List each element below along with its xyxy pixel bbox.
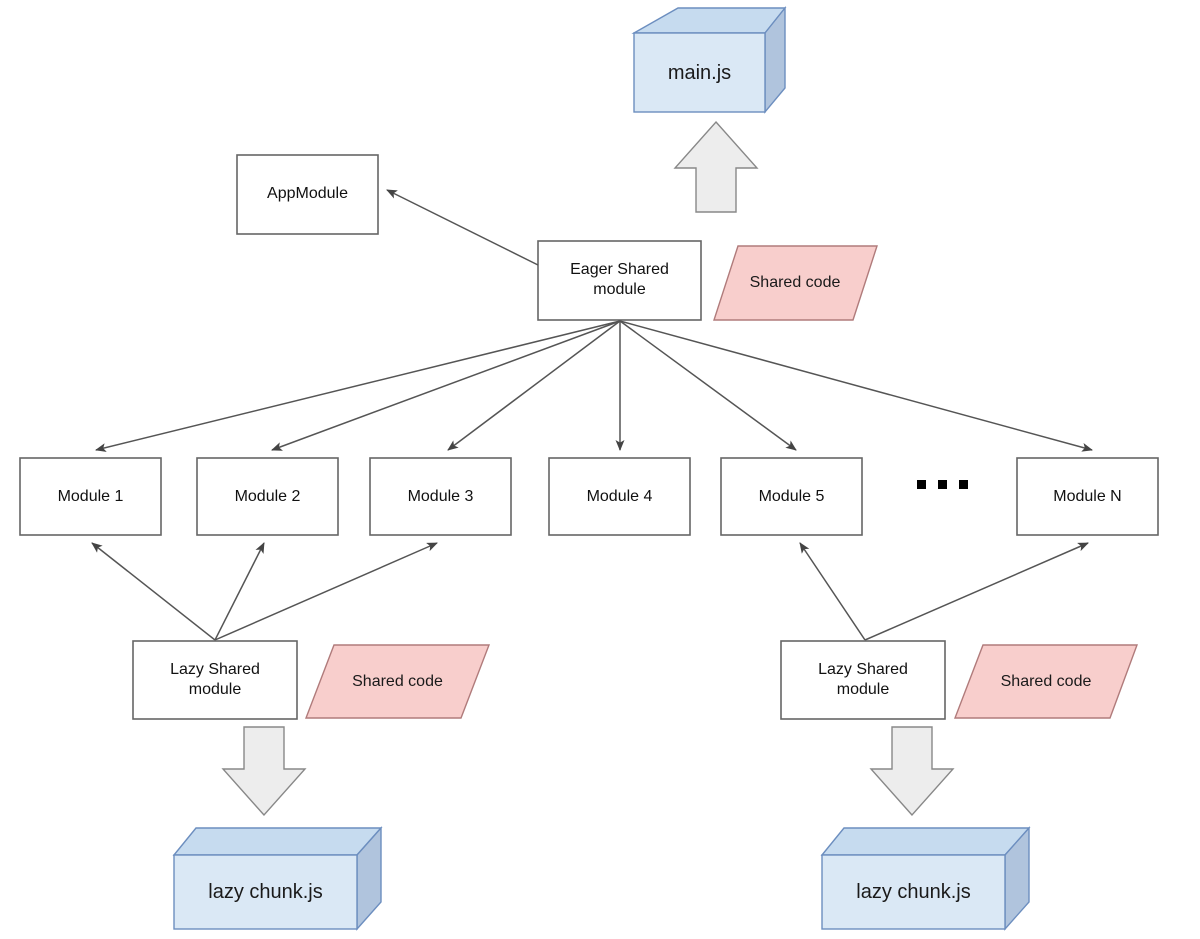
box-module-5[interactable] [720,457,863,536]
connector-lazy-right-to-module-n [864,542,1089,641]
box-lazy-shared-module-right[interactable] [780,640,946,720]
connector-eager-to-module-5 [619,320,797,451]
connector-lazy-left-to-module-1 [91,542,216,641]
bundle-lazy-chunk-left [172,826,383,931]
lazy-chunk-right-cube-top [820,827,1031,856]
box-module-n[interactable] [1016,457,1159,536]
main-js-cube-top [631,7,787,34]
connector-eager-to-module-1 [95,320,621,452]
box-module-4[interactable] [548,457,691,536]
block-arrow-to-lazy-chunk-right [869,726,955,817]
connector-lazy-left-to-module-2 [214,542,265,641]
box-module-2[interactable] [196,457,339,536]
shared-code-eager [713,245,878,321]
modules-ellipsis [917,480,968,489]
connector-eager-to-module-3 [447,320,621,451]
connector-lazy-right-to-module-5 [799,542,866,641]
block-arrow-to-main-js [673,120,759,213]
lazy-chunk-left-cube-top [172,827,383,856]
connector-eager-to-module-2 [271,320,621,451]
bundle-main-js [631,6,787,114]
connector-eager-to-module-n [619,320,1093,452]
bundle-lazy-chunk-right [820,826,1031,931]
shared-code-lazy-right [953,644,1139,719]
main-js-cube-front [633,32,766,113]
shared-code-lazy-left [304,644,491,719]
box-app-module[interactable] [236,154,379,235]
box-lazy-shared-module-left[interactable] [132,640,298,720]
connector-eager-to-app-module [386,189,539,266]
box-module-3[interactable] [369,457,512,536]
box-eager-shared-module[interactable] [537,240,702,321]
box-module-1[interactable] [19,457,162,536]
block-arrow-to-lazy-chunk-left [221,726,307,817]
connector-lazy-left-to-module-3 [214,542,438,641]
lazy-chunk-right-cube-front [821,854,1006,930]
lazy-chunk-left-cube-front [173,854,358,930]
